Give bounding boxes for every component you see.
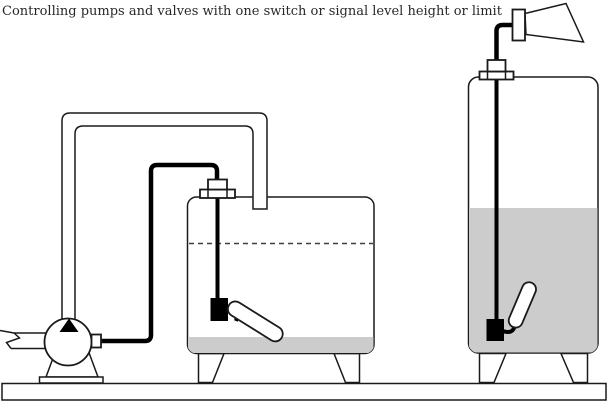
float-body-hanging [226,300,284,343]
tank-left-flange [199,188,236,199]
float-body-floating [507,281,537,329]
pump-base-plate [38,376,104,384]
tank-low-level [186,196,375,384]
alarm-horn [511,8,526,42]
tilt-float-switch-hanging [199,178,284,343]
pump-cable-connector [90,333,102,349]
tank-left-liquid-low [188,337,374,353]
tank-left-leg [197,352,226,384]
floor-base [1,382,607,401]
cable-weight [486,319,504,341]
tank-right-leg [478,352,508,384]
tank-right-leg [559,352,589,384]
tank-right-flange [478,70,515,81]
pump-impeller-arrow-icon [59,318,79,332]
cable-weight [210,298,228,321]
switch-to-pump-signal-cable [99,162,220,344]
tank-high-level [467,76,599,384]
tilt-float-switch-floating [478,2,585,341]
discharge-pipe-to-left-tank [61,112,268,322]
centrifugal-pump [0,317,104,384]
figure-title: Controlling pumps and valves with one sw… [2,4,502,19]
tank-left-gland-nut [207,178,228,191]
pipe-break-icon [5,332,21,349]
horn-cone-icon [524,2,585,43]
tank-right-gland-nut [486,59,507,73]
tank-left-leg [332,352,361,384]
switch-to-horn-signal-cable [494,22,514,62]
pipe-break-tail [0,329,15,334]
